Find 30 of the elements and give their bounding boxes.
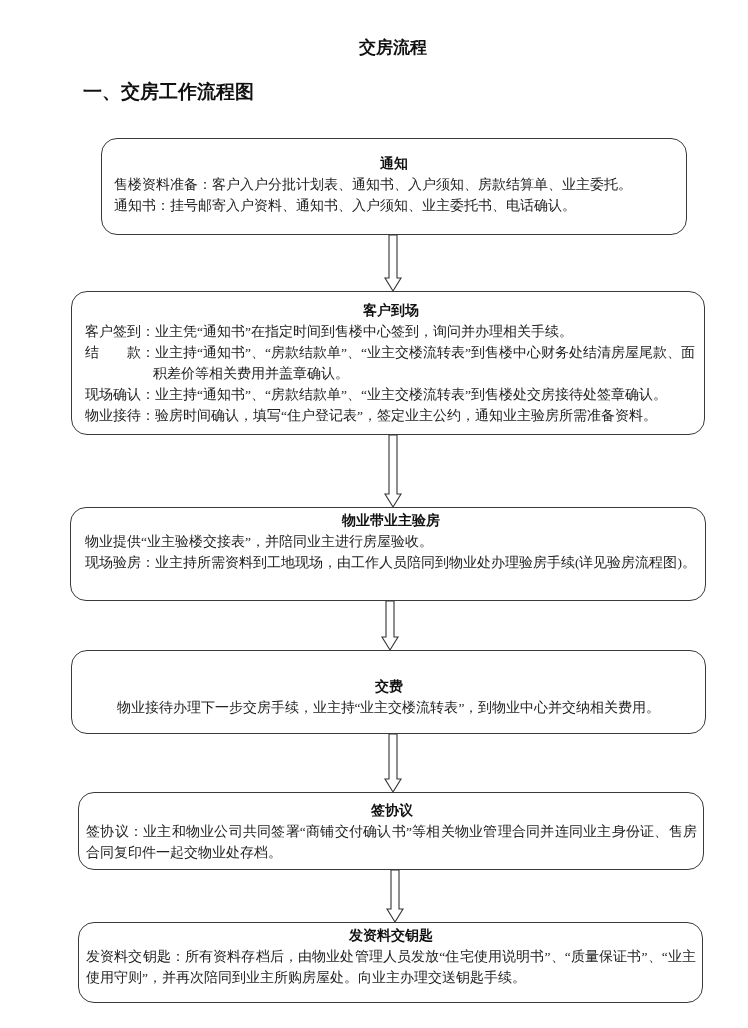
- process-box: [71, 291, 705, 435]
- box-text: 客户签到：业主凭“通知书”在指定时间到售楼中心签到，询问并办理相关手续。: [85, 323, 573, 341]
- box-text: 结 款：业主持“通知书”、“房款结款单”、“业主交楼流转表”到售楼中心财务处结清房屋尾款、面积差价等相关费用并盖章确认。: [85, 344, 696, 383]
- box-heading: 物业带业主验房: [342, 512, 440, 530]
- box-text: 物业提供“业主验楼交接表”，并陪同业主进行房屋验收。: [85, 533, 433, 551]
- box-text: 通知书：挂号邮寄入户资料、通知书、入户须知、业主委托书、电话确认。: [114, 197, 576, 215]
- process-box: [78, 922, 703, 1003]
- section-heading: 一、交房工作流程图: [83, 80, 254, 104]
- box-text: 发资料交钥匙：所有资料存档后，由物业处管理人员发放“住宅使用说明书”、“质量保证书”、“业主使用守则”，并再次陪同到业主所购房屋处。向业主办理交送钥匙手续。: [86, 948, 696, 987]
- box-heading: 发资料交钥匙: [349, 927, 433, 945]
- page-title: 交房流程: [359, 37, 427, 59]
- box-text: 现场验房：业主持所需资料到工地现场，由工作人员陪同到物业处办理验房手续(详见验房流程图)。: [85, 554, 696, 572]
- box-text: 现场确认：业主持“通知书”、“房款结款单”、“业主交楼流转表”到售楼处交房接待处签章确认。: [85, 386, 667, 404]
- box-text: 售楼资料准备：客户入户分批计划表、通知书、入户须知、房款结算单、业主委托。: [114, 176, 632, 194]
- box-heading: 签协议: [370, 802, 413, 820]
- arrow: [384, 733, 402, 794]
- process-box: [70, 507, 706, 601]
- box-heading: 交费: [374, 678, 403, 696]
- arrow: [384, 234, 402, 293]
- box-text: 物业接待：验房时间确认，填写“住户登记表”，签定业主公约，通知业主验房所需准备资料。: [85, 407, 657, 425]
- box-text: 签协议：业主和物业公司共同签署“商铺交付确认书”等相关物业管理合同并连同业主身份证、售房合同复印件一起交物业处存档。: [86, 823, 697, 862]
- arrow: [381, 600, 399, 652]
- box-heading: 客户到场: [363, 302, 419, 320]
- arrow: [384, 434, 402, 509]
- process-box: [101, 138, 687, 235]
- box-heading: 通知: [380, 155, 408, 173]
- process-box: [78, 792, 704, 870]
- process-box: [71, 650, 706, 734]
- box-text: 物业接待办理下一步交房手续，业主持“业主交楼流转表”，到物业中心并交纳相关费用。: [116, 699, 661, 717]
- arrow: [386, 869, 404, 924]
